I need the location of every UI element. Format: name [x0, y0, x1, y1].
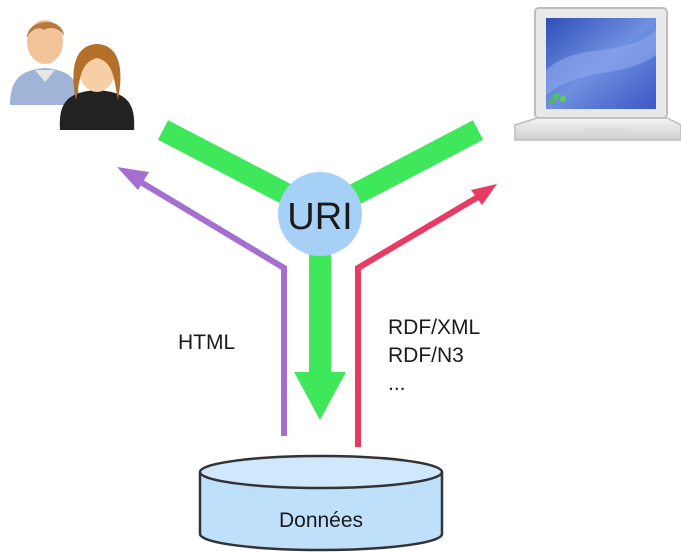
users-icon	[10, 20, 135, 130]
database-cylinder	[198, 454, 444, 552]
green-down-arrow	[294, 250, 346, 420]
laptop-icon	[514, 7, 681, 141]
ellipsis-label: ...	[388, 372, 406, 395]
donnees-label: Données	[279, 509, 363, 532]
green-arm-right	[344, 120, 484, 207]
rdf-xml-label: RDF/XML	[388, 316, 480, 339]
uri-circle	[278, 172, 362, 256]
uri-label: URI	[287, 196, 352, 238]
red-arrow	[355, 184, 497, 447]
html-label: HTML	[178, 331, 235, 354]
purple-arrow	[117, 167, 287, 436]
rdf-n3-label: RDF/N3	[388, 344, 464, 367]
green-arm-left	[157, 120, 298, 207]
